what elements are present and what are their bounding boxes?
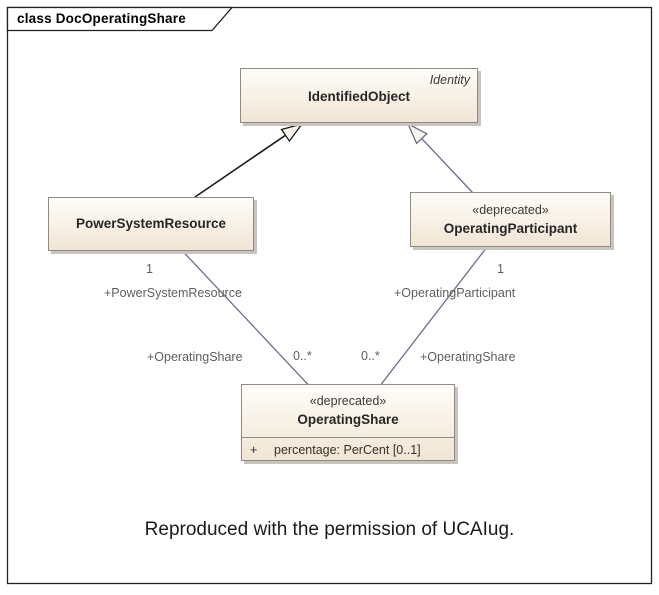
stereotype-label: «deprecated»	[309, 394, 387, 409]
class-name: IdentifiedObject	[307, 89, 410, 104]
attribute-row: + percentage: PerCent [0..1]	[242, 437, 454, 461]
stereotype-label: «deprecated»	[472, 202, 549, 217]
role-operatingshare-left: +OperatingShare	[147, 350, 243, 364]
class-name: OperatingShare	[297, 412, 399, 428]
generalization-psr-to-identifiedobject	[194, 122, 304, 198]
role-powersystemresource: +PowerSystemResource	[104, 286, 242, 300]
diagram-frame-tab	[6, 6, 234, 32]
association-participant-operatingshare	[380, 246, 488, 385]
class-powersystemresource: PowerSystemResource	[48, 197, 254, 251]
attribute-text: percentage: PerCent [0..1]	[274, 442, 421, 457]
multiplicity-participant-end: 1	[497, 262, 504, 276]
multiplicity-psr-end: 1	[146, 262, 153, 276]
class-name: PowerSystemResource	[75, 216, 227, 232]
generalization-participant-to-identifiedobject	[406, 122, 474, 194]
class-identifiedobject: Identity IdentifiedObject	[240, 68, 478, 123]
package-label: Identity	[429, 73, 470, 87]
multiplicity-operatingshare-right: 0..*	[361, 349, 380, 363]
multiplicity-operatingshare-left: 0..*	[293, 349, 312, 363]
role-operatingshare-right: +OperatingShare	[420, 350, 516, 364]
class-header: «deprecated» OperatingShare	[242, 385, 454, 437]
class-operatingparticipant: «deprecated» OperatingParticipant	[410, 192, 611, 247]
association-psr-operatingshare	[182, 251, 309, 385]
class-operatingshare: «deprecated» OperatingShare + percentage…	[241, 384, 455, 461]
diagram-title: class DocOperatingShare	[17, 11, 186, 26]
diagram-frame-border	[6, 6, 653, 585]
class-name: OperatingParticipant	[443, 220, 578, 236]
permission-caption: Reproduced with the permission of UCAIug…	[144, 519, 515, 540]
attribute-visibility: +	[250, 442, 258, 457]
role-operatingparticipant: +OperatingParticipant	[394, 286, 516, 300]
